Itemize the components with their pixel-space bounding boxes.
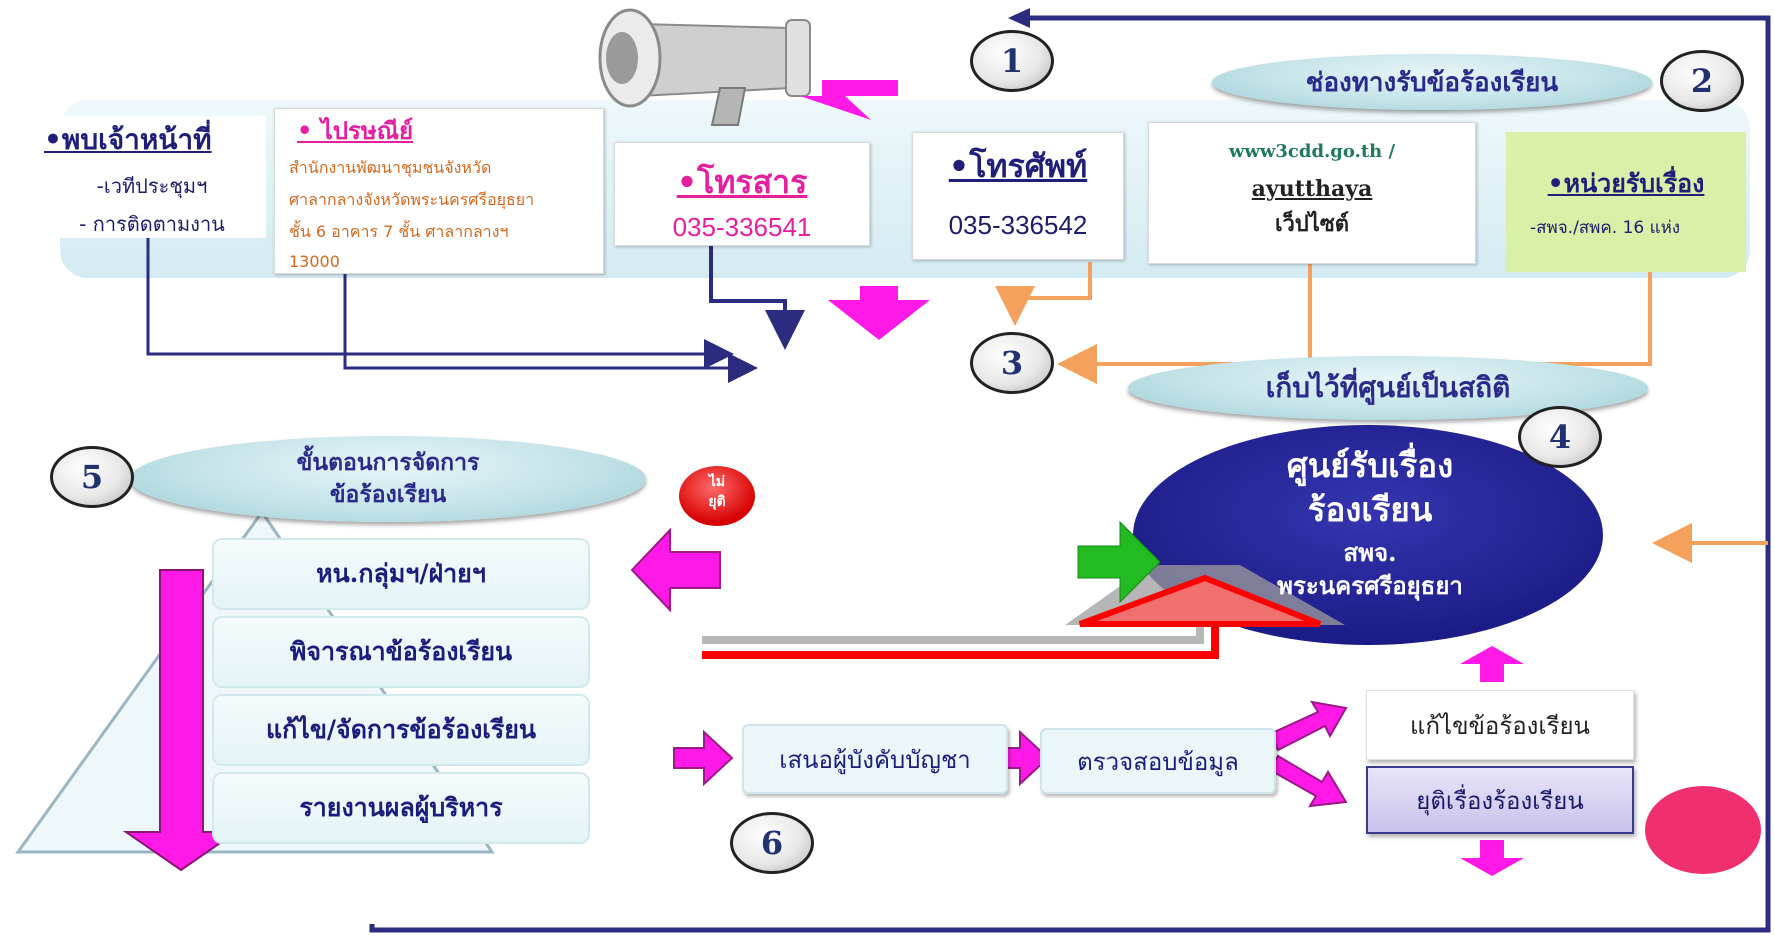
unit-card: •หน่วยรับเรื่อง -สพจ./สพค. 16 แห่ง xyxy=(1506,132,1746,272)
not-ended-dot xyxy=(679,466,755,526)
post-connector xyxy=(343,270,758,383)
center-line2: ร้องเรียน xyxy=(1307,490,1433,529)
post-card: • ไปรษณีย์ สำนักงานพัฒนาชุมชนจังหวัด ศาล… xyxy=(274,108,604,274)
post-line2: ศาลากลางจังหวัดพระนครศรีอยุธยา xyxy=(289,190,535,209)
center-label: ศูนย์รับเรื่อง ร้องเรียน สพจ. พระนครศรีอ… xyxy=(1220,444,1520,602)
post-line3: ชั้น 6 อาคาร 7 ชั้น ศาลากลางฯ xyxy=(289,222,509,241)
not-ended-arrow xyxy=(630,527,721,613)
center-line1: ศูนย์รับเรื่อง xyxy=(1286,446,1454,485)
megaphone-icon xyxy=(598,8,811,126)
web-url[interactable]: www3cdd.go.th / xyxy=(1228,141,1396,162)
channels-title-pill: ช่องทางรับข้อร้องเรียน xyxy=(1212,54,1652,110)
web-label: เว็ปไซต์ xyxy=(1274,211,1350,237)
down-arrow-bottom xyxy=(1460,840,1524,876)
not-ended-label: ไม่ ยุติ xyxy=(686,472,748,512)
meet-line2: - การติดตามงาน xyxy=(79,212,225,236)
not-ended-line1: ไม่ xyxy=(708,474,726,490)
fax-connector xyxy=(709,245,805,350)
post-title: • ไปรษณีย์ xyxy=(297,116,414,145)
channels-title: ช่องทางรับข้อร้องเรียน xyxy=(1305,67,1559,98)
propose-box: เสนอผู้บังคับบัญชา xyxy=(742,724,1008,794)
flow-arrow-to-fix xyxy=(1268,700,1348,752)
unit-detail: -สพจ./สพค. 16 แห่ง xyxy=(1530,218,1681,238)
end-box: ยุติเรื่องร้องเรียน xyxy=(1366,766,1634,834)
not-ended-line2: ยุติ xyxy=(708,494,726,510)
procedure-down-arrow xyxy=(122,569,240,872)
pink-dot xyxy=(1645,786,1761,874)
green-right-arrow xyxy=(1077,520,1161,604)
web-path[interactable]: ayutthaya xyxy=(1251,176,1373,202)
return-loop-line xyxy=(369,15,1771,933)
return-loop-arrowhead xyxy=(1008,8,1030,28)
phone-title: •โทรศัพท์ xyxy=(948,147,1088,185)
flow-arrow-to-end xyxy=(1268,754,1348,808)
fax-card: •โทรสาร 035-336541 xyxy=(614,142,870,246)
web-card[interactable]: www3cdd.go.th / ayutthaya เว็ปไซต์ xyxy=(1148,122,1476,264)
center-line4: พระนครศรีอยุธยา xyxy=(1277,571,1463,600)
procedure-step-3: แก้ไข/จัดการข้อร้องเรียน xyxy=(212,694,590,766)
meet-card: •พบเจ้าหน้าที่ -เวทีประชุมฯ - การติดตามง… xyxy=(38,116,266,238)
meet-title: •พบเจ้าหน้าที่ xyxy=(44,123,212,156)
procedure-title-line1: ขั้นตอนการจัดการ xyxy=(296,448,480,476)
unit-title: •หน่วยรับเรื่อง xyxy=(1547,169,1705,198)
fax-title: •โทรสาร xyxy=(676,163,808,201)
center-line3: สพจ. xyxy=(1343,538,1397,567)
up-arrow-to-center xyxy=(1460,646,1524,682)
badge-2: 2 xyxy=(1660,50,1744,112)
badge-3: 3 xyxy=(970,332,1054,394)
badge-1: 1 xyxy=(970,30,1054,92)
procedure-step-4: รายงานผลผู้บริหาร xyxy=(212,772,590,844)
down-arrow-top xyxy=(800,80,898,120)
post-line1: สำนักงานพัฒนาชุมชนจังหวัด xyxy=(289,158,492,177)
phone-connector xyxy=(995,262,1092,326)
phone-card: •โทรศัพท์ 035-336542 xyxy=(912,132,1124,260)
procedure-step-2: พิจารณาข้อร้องเรียน xyxy=(212,616,590,688)
procedure-title-line2: ข้อร้องเรียน xyxy=(329,481,447,508)
badge-5: 5 xyxy=(50,446,134,508)
phone-number: 035-336542 xyxy=(948,210,1088,240)
stats-label: เก็บไว้ที่ศูนย์เป็นสถิติ xyxy=(1265,371,1511,404)
procedure-step-1: หน.กลุ่มฯ/ฝ่ายฯ xyxy=(212,538,590,610)
post-line4: 13000 xyxy=(289,252,340,271)
badge-4: 4 xyxy=(1518,406,1602,468)
fax-number: 035-336541 xyxy=(672,212,812,242)
verify-box: ตรวจสอบข้อมูล xyxy=(1040,728,1276,794)
procedure-title-pill: ขั้นตอนการจัดการ ข้อร้องเรียน xyxy=(130,436,646,522)
unit-connector xyxy=(1310,272,1652,366)
fix-box: แก้ไขข้อร้องเรียน xyxy=(1366,690,1634,760)
meet-line1: -เวทีประชุมฯ xyxy=(96,174,208,198)
badge-6: 6 xyxy=(730,812,814,874)
flow-arrow-in xyxy=(673,729,734,787)
red-up-triangle xyxy=(1078,574,1322,627)
down-arrow-mid xyxy=(828,286,930,340)
meet-connector xyxy=(146,236,734,369)
